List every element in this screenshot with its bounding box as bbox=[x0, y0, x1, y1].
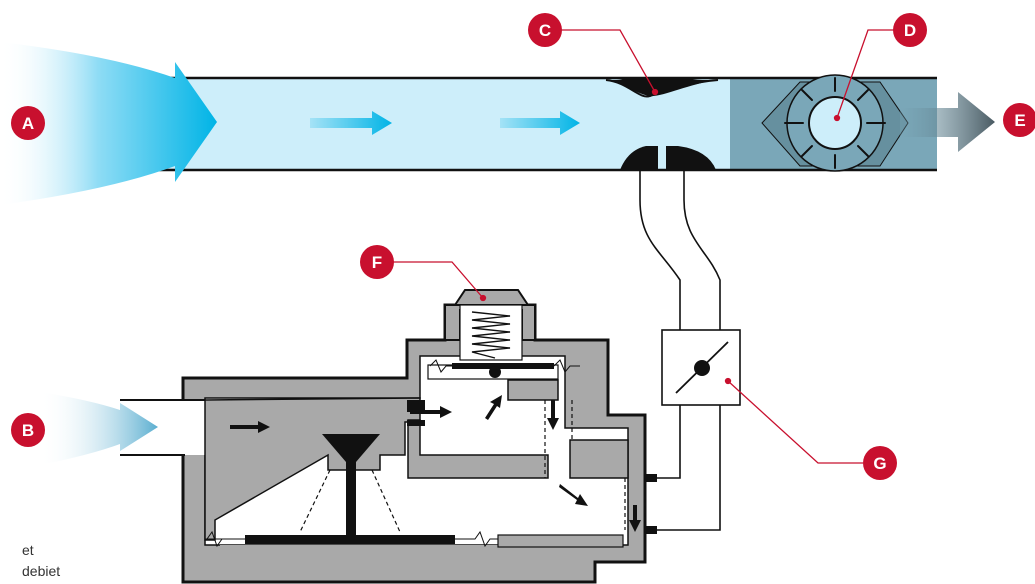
label-b: B bbox=[11, 413, 45, 447]
pressure-lines bbox=[639, 170, 721, 531]
fan-rotor-icon bbox=[808, 96, 862, 150]
spring-housing bbox=[444, 289, 536, 361]
svg-text:B: B bbox=[22, 421, 34, 440]
air-inlet-arrow bbox=[0, 42, 217, 205]
label-g: G bbox=[863, 446, 897, 480]
butterfly-valve bbox=[661, 329, 741, 406]
svg-text:D: D bbox=[904, 21, 916, 40]
leader-lines bbox=[379, 29, 903, 464]
exhaust-arrow bbox=[900, 92, 995, 152]
gas-inlet-arrow bbox=[40, 392, 158, 465]
internal-flow-arrows bbox=[230, 395, 641, 532]
venturi bbox=[605, 78, 719, 170]
side-text-line1: et bbox=[22, 542, 34, 558]
butterfly-valve-icon bbox=[694, 360, 710, 376]
gas-valve-housing bbox=[120, 303, 657, 584]
svg-text:G: G bbox=[873, 454, 886, 473]
svg-text:F: F bbox=[372, 253, 382, 272]
label-a: A bbox=[11, 106, 45, 140]
svg-text:E: E bbox=[1014, 111, 1025, 130]
svg-text:C: C bbox=[539, 21, 551, 40]
label-f: F bbox=[360, 245, 394, 279]
label-c: C bbox=[528, 13, 562, 47]
spring-icon bbox=[471, 311, 511, 359]
label-d: D bbox=[893, 13, 927, 47]
fan bbox=[761, 74, 909, 172]
side-text-line2: debiet bbox=[22, 563, 60, 579]
duct-flow-arrows bbox=[310, 111, 580, 135]
svg-text:A: A bbox=[22, 114, 34, 133]
label-e: E bbox=[1003, 103, 1035, 137]
